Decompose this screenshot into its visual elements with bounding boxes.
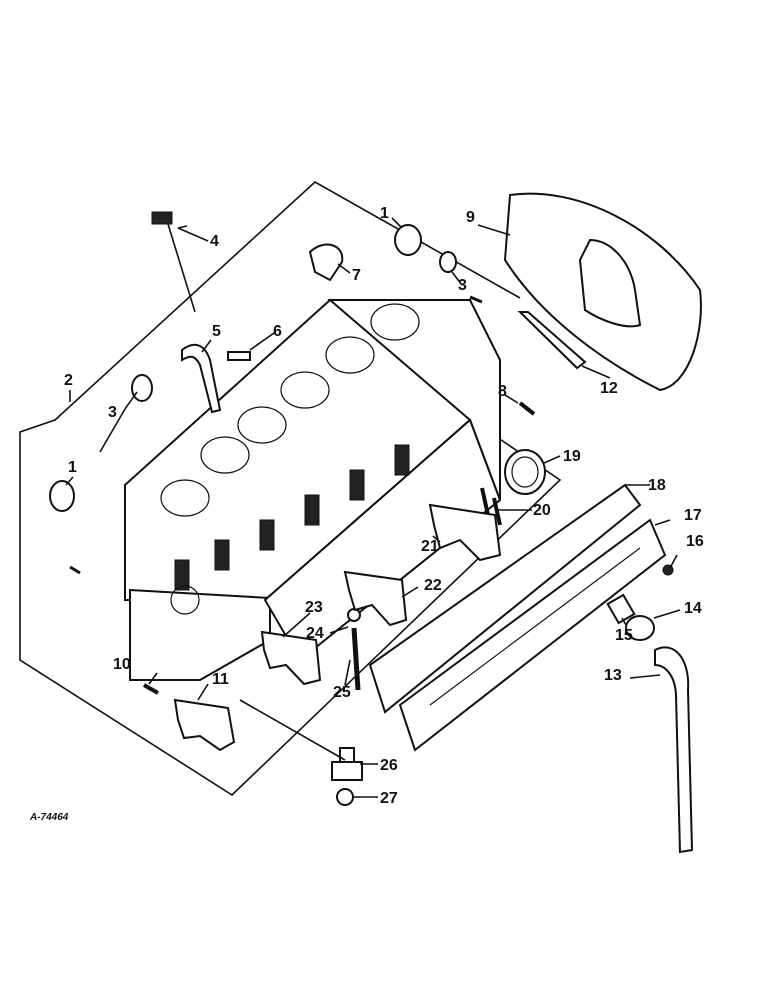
bolt (480, 487, 490, 516)
cap-bolt (351, 627, 361, 691)
callout-18: 18 (648, 477, 666, 494)
cover-plate (308, 243, 344, 282)
dowel-pin-top (469, 295, 483, 304)
expansion-plug-left (131, 374, 153, 402)
callout-19: 19 (563, 448, 581, 465)
group-boundary (19, 181, 562, 797)
callout-11: 11 (212, 671, 229, 688)
callout-12: 12 (600, 380, 618, 397)
expansion-plug-small-top (439, 251, 457, 273)
callout-27: 27 (380, 790, 398, 807)
callout-13: 13 (604, 667, 622, 684)
callout-3-top: 3 (458, 277, 467, 294)
callout-25: 25 (333, 684, 351, 701)
engine-plate (503, 192, 702, 392)
callout-24: 24 (306, 625, 324, 642)
elbow-fitting (336, 788, 354, 806)
callout-5: 5 (212, 323, 221, 340)
rear-oil-seal (504, 449, 546, 495)
callout-1-top: 1 (380, 205, 389, 222)
oil-screen (606, 593, 636, 625)
callout-21: 21 (421, 538, 439, 555)
oil-pickup-tube (654, 646, 694, 854)
oil-pan-gasket (368, 483, 642, 714)
cylinder-block (124, 299, 502, 681)
callout-1-left: 1 (68, 459, 77, 476)
callout-3-left: 3 (108, 404, 117, 421)
callout-23: 23 (305, 599, 323, 616)
expansion-plug-front (49, 480, 75, 512)
reference-code: A-74464 (29, 812, 69, 823)
bolt-2 (492, 497, 502, 526)
callout-15: 15 (615, 627, 633, 644)
main-bearing-caps (173, 503, 502, 752)
callout-6: 6 (273, 323, 282, 340)
breather-tube (181, 343, 222, 414)
dowel-pin-lower (143, 683, 159, 695)
callout-22: 22 (424, 577, 442, 594)
callout-10: 10 (113, 656, 131, 673)
dowel-pin-front (69, 565, 81, 575)
dowel-strip (517, 311, 587, 370)
leader-lines (65, 217, 681, 798)
callout-8: 8 (498, 383, 507, 400)
oil-pan (398, 518, 667, 752)
callout-4: 4 (210, 233, 219, 250)
callout-7: 7 (352, 267, 361, 284)
oil-pressure-sender (331, 747, 363, 781)
fitting (227, 351, 251, 361)
callout-16: 16 (686, 533, 704, 550)
callout-9: 9 (466, 209, 475, 226)
dipstick (151, 211, 196, 313)
expansion-plug-top (394, 224, 422, 256)
callout-17: 17 (684, 507, 702, 524)
tube-gasket (625, 615, 655, 641)
dowel-pin (518, 401, 536, 416)
callout-14: 14 (684, 600, 702, 617)
callout-26: 26 (380, 757, 398, 774)
washer (347, 608, 361, 622)
callout-20: 20 (533, 502, 551, 519)
callout-2: 2 (64, 372, 73, 389)
